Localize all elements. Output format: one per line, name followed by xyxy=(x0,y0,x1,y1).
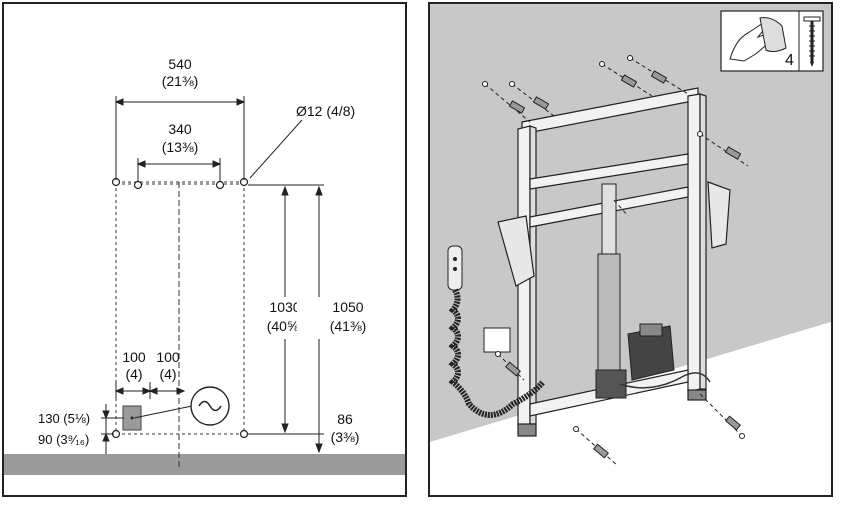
screw-head xyxy=(697,131,703,137)
wall-anchor xyxy=(725,415,741,431)
dim-1050-label: 1050 xyxy=(332,299,363,315)
motor-cable xyxy=(619,372,711,389)
installation-illustration: 4 xyxy=(430,4,831,495)
floor-surface xyxy=(430,322,831,495)
wall-anchor xyxy=(724,146,742,160)
dimension-drawing-panel: 540 (21⅜) 340 (13⅜) Ø12 (4/8) 1030 (40⅝) xyxy=(2,2,407,497)
dim-86-label: 86 xyxy=(337,411,353,427)
dim-1050-label-bg xyxy=(297,297,343,339)
dim-340-inch-label: (13⅜) xyxy=(162,139,199,155)
ac-wave-icon xyxy=(198,400,222,412)
coiled-cord xyxy=(448,288,546,418)
dim-1050-inch-label: (41⅜) xyxy=(330,318,367,334)
dim-86-inch-label: (3⅜) xyxy=(331,429,360,445)
screws xyxy=(482,55,745,459)
left-bracket xyxy=(497,215,535,287)
hole-leader-line xyxy=(249,119,303,179)
right-foot xyxy=(687,389,707,401)
dimension-drawing: 540 (21⅜) 340 (13⅜) Ø12 (4/8) 1030 (40⅝) xyxy=(4,56,405,475)
screw-head xyxy=(739,433,745,439)
drill-hole xyxy=(133,180,143,190)
screw-icon xyxy=(803,16,821,67)
dim-100-a-label: 100 xyxy=(122,349,146,365)
inset-count: 4 xyxy=(785,52,794,69)
dim-130-90-lines xyxy=(101,404,124,454)
hole-diameter-label: Ø12 (4/8) xyxy=(296,103,355,119)
inset-box: 4 xyxy=(720,10,824,72)
dim-340-label: 340 xyxy=(168,121,192,137)
wall-anchor xyxy=(593,443,609,459)
screw-head xyxy=(573,426,579,432)
screw-head xyxy=(495,351,501,357)
wall-anchor xyxy=(508,100,526,114)
screw-head xyxy=(599,61,605,67)
wall-anchor xyxy=(620,74,638,88)
dim-540-line xyxy=(114,96,246,180)
right-bracket xyxy=(707,181,731,249)
dim-100-a-inch-label: (4) xyxy=(125,366,142,382)
wall-glue-hand-icon xyxy=(729,17,787,62)
right-column xyxy=(687,93,701,393)
dim-540-label: 540 xyxy=(168,56,192,72)
dim-540-inch-label: (21⅜) xyxy=(162,73,199,89)
screw-head xyxy=(482,81,488,87)
wall-junction-box xyxy=(483,327,511,353)
dim-100-b-inch-label: (4) xyxy=(159,366,176,382)
wall-anchor xyxy=(650,70,668,84)
drill-hole xyxy=(239,429,249,439)
hand-controller xyxy=(447,245,546,418)
dim-90-label: 90 (3⁹⁄₁₆) xyxy=(38,432,89,447)
dim-100-b-label: 100 xyxy=(156,349,180,365)
dim-1030-inch-label: (40⅝) xyxy=(267,318,304,334)
dim-130-label: 130 (5⅛) xyxy=(38,411,90,426)
dim-1030-label: 1030 xyxy=(269,299,300,315)
dim-100-lines xyxy=(114,382,186,399)
drill-hole xyxy=(215,180,225,190)
screw-head xyxy=(509,81,515,87)
wall-anchor xyxy=(505,361,521,377)
middle-rail xyxy=(529,153,689,190)
floor xyxy=(4,454,405,475)
wall-anchor xyxy=(532,96,550,110)
screw-head xyxy=(627,55,633,61)
socket-center-dot xyxy=(130,416,134,420)
control-box xyxy=(627,323,675,381)
left-foot xyxy=(517,423,537,437)
installation-illustration-panel: 4 xyxy=(428,2,833,497)
dim-340-line xyxy=(136,158,222,182)
socket-leader-line xyxy=(133,405,193,419)
